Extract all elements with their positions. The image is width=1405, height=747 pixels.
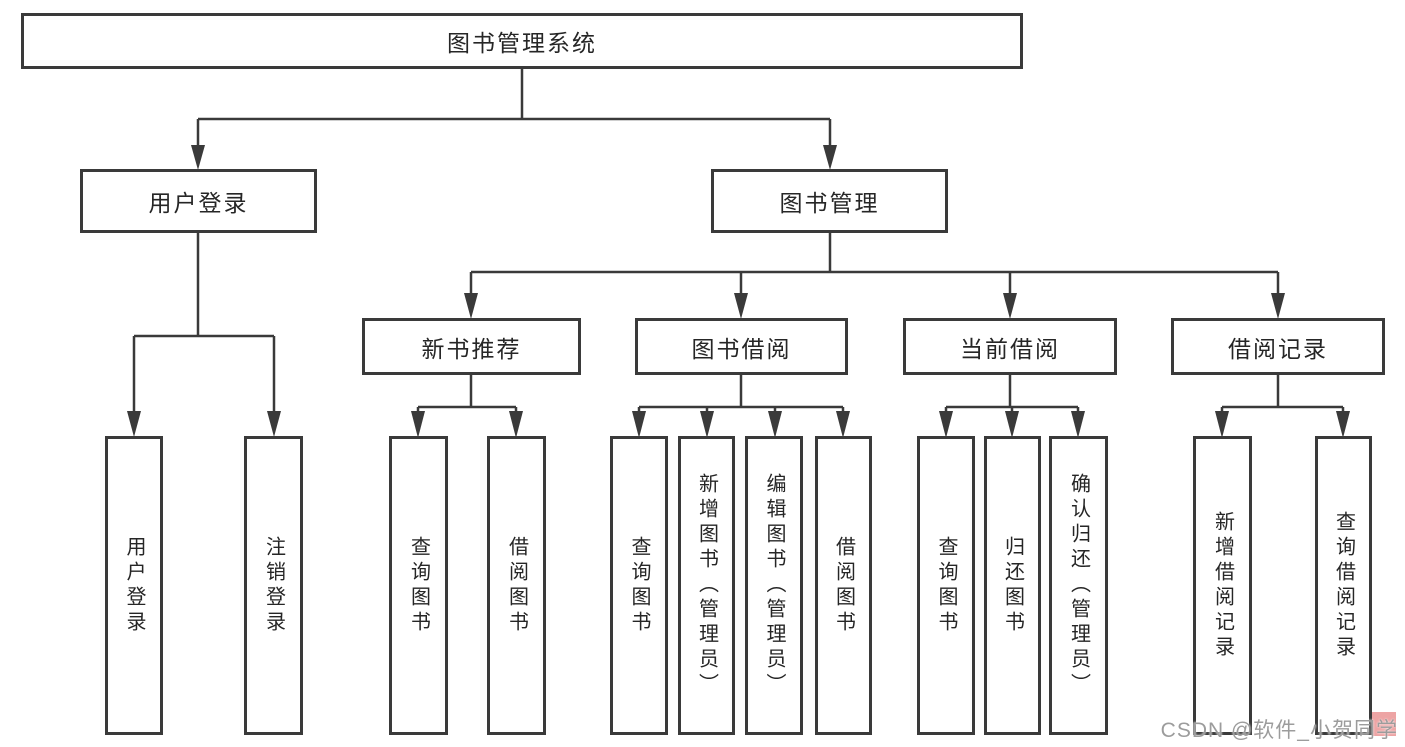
arrowhead: [1003, 293, 1017, 319]
leaf-add-book-admin: 新增图书（管理员）: [678, 436, 735, 735]
node-borrowing-records: 借阅记录: [1171, 318, 1385, 375]
leaf-query-books-current-label: 查询图书: [935, 535, 957, 636]
node-book-management: 图书管理: [711, 169, 948, 233]
arrowhead: [823, 145, 837, 170]
arrowhead: [509, 411, 523, 438]
arrowhead: [411, 411, 425, 438]
leaf-borrow-books-borrowing-label: 借阅图书: [832, 535, 855, 636]
connector-new-book-recommend-to-leaves: [411, 375, 523, 438]
leaf-edit-book-admin-label: 编辑图书（管理员）: [763, 473, 785, 698]
node-user-login-label: 用户登录: [148, 190, 249, 216]
arrowhead: [464, 293, 478, 319]
arrowhead: [836, 411, 850, 438]
node-root: 图书管理系统: [21, 13, 1023, 69]
leaf-add-borrow-record: 新增借阅记录: [1193, 436, 1252, 735]
leaf-query-books-recommend-label: 查询图书: [407, 535, 430, 636]
leaf-query-borrow-record: 查询借阅记录: [1315, 436, 1372, 735]
arrowhead: [267, 411, 281, 437]
arrowhead: [700, 411, 714, 438]
arrowhead: [939, 411, 953, 438]
leaf-query-books-borrowing: 查询图书: [610, 436, 668, 735]
node-borrowing-records-label: 借阅记录: [1228, 335, 1328, 362]
arrowhead: [191, 145, 205, 170]
arrowhead: [1336, 411, 1350, 438]
node-current-borrowing-label: 当前借阅: [960, 335, 1060, 362]
arrowhead: [768, 411, 782, 438]
leaf-confirm-return-admin-label: 确认归还（管理员）: [1067, 473, 1090, 698]
leaf-query-borrow-record-label: 查询借阅记录: [1332, 510, 1355, 661]
node-new-book-recommend-label: 新书推荐: [421, 335, 522, 362]
arrowhead: [1271, 293, 1285, 319]
leaf-query-books-borrowing-label: 查询图书: [628, 535, 650, 636]
connector-book-borrowing-to-leaves: [632, 375, 850, 438]
node-book-management-label: 图书管理: [779, 190, 880, 216]
watermark-accent-square: [1372, 712, 1396, 736]
node-book-borrowing-label: 图书借阅: [691, 335, 792, 362]
node-user-login: 用户登录: [80, 169, 317, 233]
arrowhead: [1071, 411, 1085, 438]
arrowhead: [632, 411, 646, 438]
node-book-borrowing: 图书借阅: [635, 318, 848, 375]
leaf-return-books: 归还图书: [984, 436, 1041, 735]
leaf-query-books-recommend: 查询图书: [389, 436, 448, 735]
leaf-logout: 注销登录: [244, 436, 303, 735]
leaf-query-books-current: 查询图书: [917, 436, 975, 735]
leaf-user-login: 用户登录: [105, 436, 163, 735]
node-current-borrowing: 当前借阅: [903, 318, 1117, 375]
leaf-borrow-books-recommend: 借阅图书: [487, 436, 546, 735]
leaf-user-login-label: 用户登录: [123, 535, 145, 636]
leaf-borrow-books-borrowing: 借阅图书: [815, 436, 872, 735]
leaf-edit-book-admin: 编辑图书（管理员）: [745, 436, 803, 735]
leaf-return-books-label: 归还图书: [1001, 535, 1024, 636]
connector-current-borrowing-to-leaves: [939, 375, 1085, 438]
watermark-text: CSDN @软件_小贺同学: [1160, 719, 1398, 742]
leaf-add-book-admin-label: 新增图书（管理员）: [695, 473, 718, 698]
connector-root-to-level2: [191, 69, 837, 170]
node-new-book-recommend: 新书推荐: [362, 318, 581, 375]
connector-book-management-to-level3: [464, 233, 1285, 319]
arrowhead: [1005, 411, 1019, 438]
arrowhead: [1215, 411, 1229, 438]
leaf-confirm-return-admin: 确认归还（管理员）: [1049, 436, 1108, 735]
arrowhead: [127, 411, 141, 437]
leaf-logout-label: 注销登录: [262, 535, 285, 636]
leaf-borrow-books-recommend-label: 借阅图书: [505, 535, 528, 636]
connector-user-login-to-leaves: [127, 233, 281, 437]
arrowhead: [734, 293, 748, 319]
node-root-label: 图书管理系统: [447, 30, 597, 56]
connector-borrowing-records-to-leaves: [1215, 375, 1350, 438]
leaf-add-borrow-record-label: 新增借阅记录: [1211, 510, 1234, 661]
